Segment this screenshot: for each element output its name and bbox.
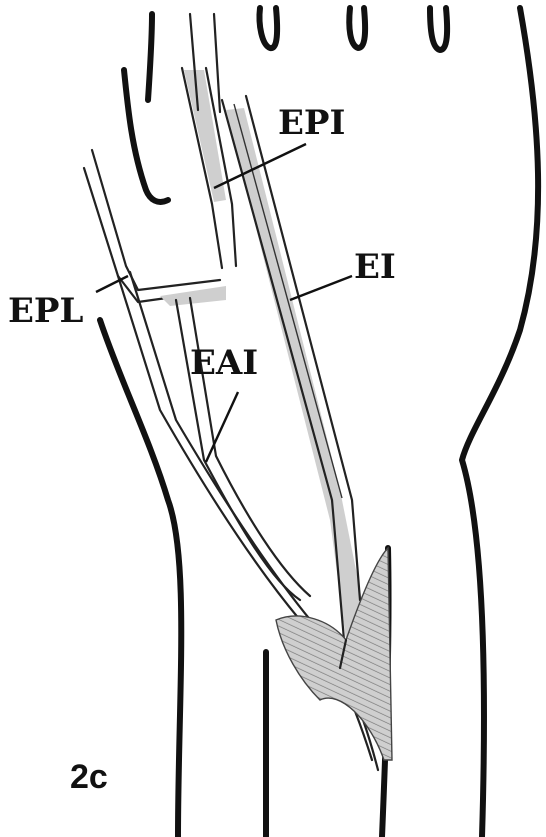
finger-3 — [349, 8, 365, 48]
panel-label: 2c — [70, 758, 108, 796]
hand-right-contour — [462, 8, 538, 837]
label-epl: EPL — [8, 291, 83, 331]
ei-leader — [290, 276, 352, 300]
epi-tendon — [182, 14, 236, 268]
finger-left-edge — [148, 14, 152, 100]
label-eai: EAI — [190, 343, 258, 383]
label-ei: EI — [354, 247, 396, 287]
finger-2 — [259, 8, 277, 48]
finger-4 — [430, 8, 447, 50]
label-epi: EPI — [278, 103, 345, 143]
